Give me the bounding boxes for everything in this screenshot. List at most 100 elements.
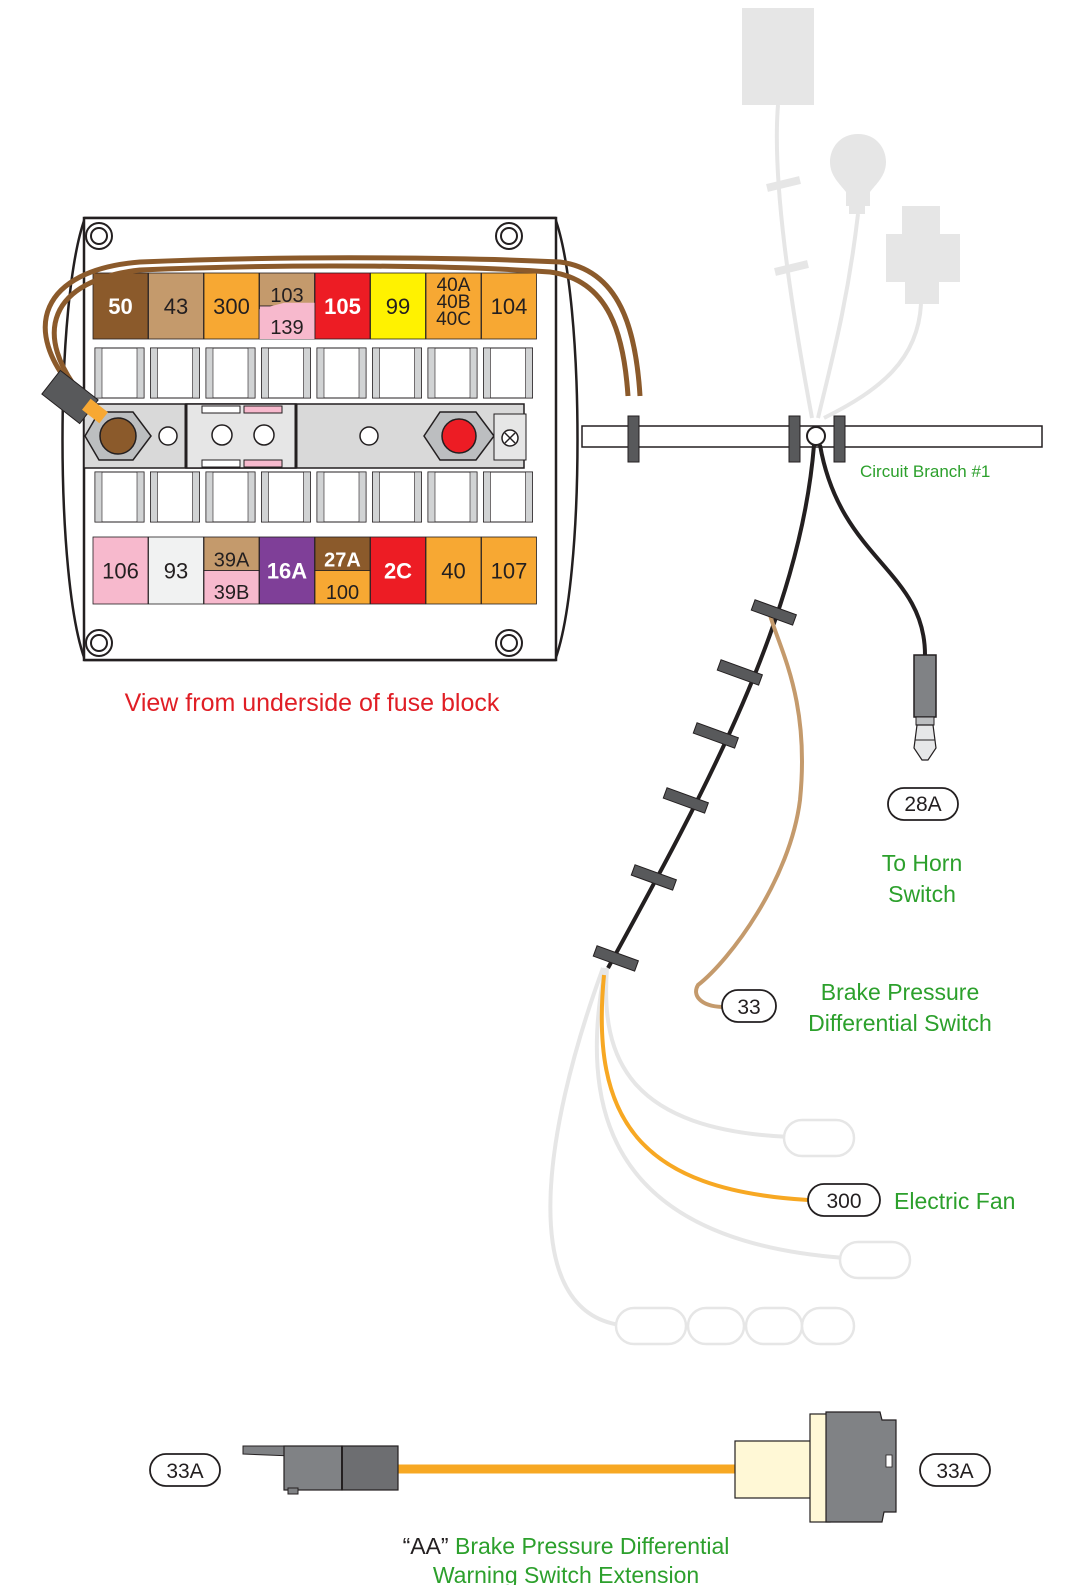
fuse-label: 139	[270, 317, 303, 339]
ghost-connector-body	[886, 234, 960, 282]
fuse-label: 300	[213, 294, 250, 319]
fuse-label: 40A	[437, 275, 471, 296]
fuse-bottom_row-1: 93	[148, 536, 204, 605]
terminal-slot	[427, 471, 478, 523]
fuse-bottom_row-7: 107	[481, 536, 537, 605]
black-wires	[606, 444, 927, 969]
connector-bubble-33: 33	[721, 989, 777, 1023]
terminal-slot	[316, 471, 367, 523]
horn-label-line1: To Horn	[882, 850, 963, 876]
stud-terminal-left	[84, 411, 152, 461]
x-terminal-icon	[501, 429, 519, 447]
svg-text:33A: 33A	[936, 1460, 973, 1483]
fuse-label: 27A	[324, 550, 361, 572]
corner-screws	[85, 222, 523, 657]
harness-clips	[592, 599, 798, 972]
horn-terminal-connector	[913, 654, 937, 761]
terminal-slot	[150, 471, 200, 523]
fuse-top_row-2: 300	[203, 272, 260, 340]
fuse-top_row-5: 99	[370, 272, 426, 340]
terminal-slot	[261, 347, 311, 399]
fuse-label: 99	[386, 294, 410, 319]
ghost-connector-top	[902, 206, 940, 236]
horn-label-line2: Switch	[888, 881, 956, 907]
stud-terminal-right	[423, 411, 495, 461]
fuse-bottom_row-6: 40	[425, 536, 482, 605]
extension-harness: 33A 33A “AA” Brake Pressure Differential…	[149, 1411, 991, 1585]
extension-label-line1: “AA” Brake Pressure Differential	[403, 1533, 730, 1559]
brown-loop-wires	[42, 255, 643, 400]
orange-wire-fan	[599, 974, 809, 1202]
terminal-slot	[427, 347, 478, 399]
main-harness-tube	[581, 415, 1043, 463]
terminal-slot	[483, 347, 533, 399]
fuse-bottom_row-3: 16A	[259, 536, 315, 605]
svg-text:33: 33	[737, 996, 760, 1019]
ghost-wires-top	[766, 104, 923, 420]
terminal-slot	[94, 347, 145, 399]
fuse-label: 93	[164, 559, 188, 584]
fuse-bottom_row-5: 2C	[370, 536, 426, 605]
terminal-slot	[483, 471, 533, 523]
terminal-slot	[150, 347, 200, 399]
terminal-slot	[261, 471, 311, 523]
svg-text:28A: 28A	[904, 793, 941, 816]
fuse-label: 39B	[214, 582, 250, 604]
connector-bubble-300: 300	[807, 1183, 881, 1217]
fuse-bottom_row-0: 106	[92, 536, 149, 605]
connector-bubble-33a-left: 33A	[149, 1453, 221, 1487]
terminal-slots-top	[94, 347, 533, 399]
fuse-label: 43	[164, 294, 188, 319]
brake-label-line1: Brake Pressure	[821, 979, 980, 1005]
terminal-slot	[94, 471, 145, 523]
terminal-slot	[205, 471, 256, 523]
terminal-slot	[372, 471, 422, 523]
fuse-label: 103	[270, 285, 303, 307]
circuit-branch-label: Circuit Branch #1	[860, 462, 990, 481]
fuse-label: 105	[324, 294, 361, 319]
fuse-label: 2C	[384, 559, 412, 584]
fuse-top_row-0: 50	[92, 272, 149, 340]
fuse-top_row-1: 43	[148, 272, 204, 340]
fuse-label: 16A	[267, 559, 307, 584]
fuse-label: 39A	[214, 550, 250, 572]
fuse-top_row-7: 104	[481, 272, 537, 340]
ghost-wires-lower	[548, 967, 846, 1327]
ghost-connectors-lower	[614, 1118, 912, 1346]
terminal-slots-bottom	[94, 471, 533, 523]
loop-connector-boot	[41, 369, 108, 425]
terminal-slot	[316, 347, 367, 399]
fuse-label: 107	[491, 559, 528, 584]
connector-bubble-28a: 28A	[887, 787, 959, 821]
fuse-label: 104	[491, 294, 528, 319]
fuse-label: 40C	[436, 309, 471, 330]
fuse-label: 106	[102, 559, 139, 584]
fuse-label: 40	[441, 559, 465, 584]
fan-label: Electric Fan	[894, 1188, 1015, 1214]
terminal-slot	[205, 347, 256, 399]
fuse-label: 50	[108, 294, 132, 319]
svg-text:33A: 33A	[166, 1460, 203, 1483]
extension-right-connector	[734, 1411, 897, 1523]
connector-bubble-33a-right: 33A	[919, 1453, 991, 1487]
terminal-slot	[372, 347, 422, 399]
extension-label-line2: Warning Switch Extension	[433, 1562, 699, 1585]
ghost-relay-box	[742, 8, 814, 105]
svg-text:300: 300	[826, 1190, 861, 1213]
fuse-top_row-4: 105	[314, 272, 371, 340]
tan-wire-brake	[694, 614, 805, 1009]
fuse-label: 100	[326, 582, 359, 604]
fuse-block-caption: View from underside of fuse block	[125, 689, 500, 717]
ghost-bulb-icon	[830, 134, 886, 206]
fuse-label: 40B	[437, 292, 471, 313]
extension-left-connector	[242, 1445, 399, 1495]
brake-label-line2: Differential Switch	[808, 1010, 992, 1036]
